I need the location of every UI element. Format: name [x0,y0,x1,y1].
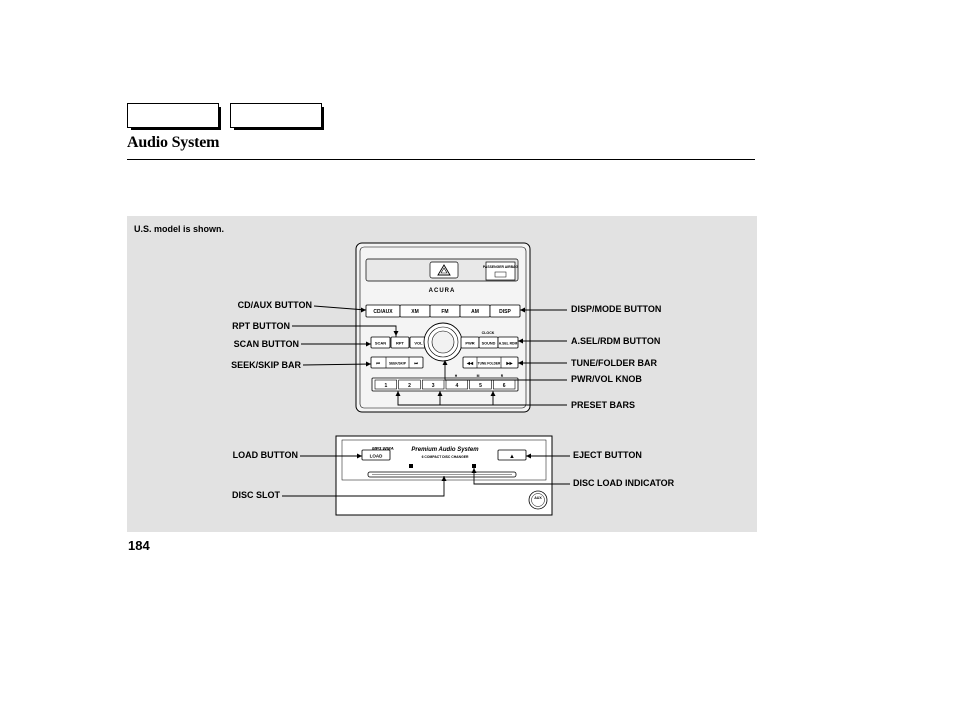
preset-label: 3 [432,383,435,389]
unit-disp-button[interactable] [489,304,521,318]
unit-seek-skip-bar[interactable] [370,356,424,369]
unit-load-text: LOAD [370,454,383,459]
svg-text:◀◀: ◀◀ [466,361,474,366]
unit-clock-text: CLOCK [482,331,495,335]
unit-seek-text: SEEK/SKIP [389,362,407,366]
unit-tune-text: TUNE FOLDER [478,362,501,366]
unit-xm-text: XM [411,309,419,315]
svg-text:R: R [501,374,504,378]
preset-label: 1 [384,383,387,389]
disc-changer: MP3 WMA Premium Audio System 6 COMPACT D… [335,435,553,516]
passenger-airbag-indicator [485,261,516,281]
unit-asel-button[interactable] [497,336,519,349]
label-disc-slot: DISC SLOT [231,490,280,500]
preset-button-1[interactable] [374,379,397,390]
preset-button-3[interactable] [422,379,445,390]
unit-load-button[interactable] [361,449,391,461]
unit-disp-text: DISP [499,309,511,315]
hazard-icon [437,264,451,276]
disc-indicator-left [409,464,413,468]
svg-text:⏭: ⏭ [414,361,418,366]
passenger-airbag-text: PASSENGER AIRBAG [483,265,519,269]
unit-vol-text: VOL [414,341,423,346]
label-tune-folder-bar: TUNE/FOLDER BAR [571,358,657,368]
unit-scan-text: SCAN [375,341,386,346]
label-asel-rdm-button: A.SEL/RDM BUTTON [571,336,661,346]
svg-text:M: M [477,374,480,378]
unit-pwr-text: PWR [465,341,474,346]
label-pwr-vol-knob: PWR/VOL KNOB [571,374,642,384]
head-unit: PASSENGER AIRBAG ACURA CD/AUX XM FM AM D… [355,242,531,413]
disc-load-indicator-light [472,464,476,468]
preset-label: 6 [503,383,506,389]
preset-button-2[interactable] [398,379,421,390]
label-seek-skip-bar: SEEK/SKIP BAR [231,360,301,370]
hazard-button[interactable] [429,261,459,279]
preset-label: 4 [455,383,458,389]
unit-am-text: AM [471,309,479,315]
unit-fm-text: FM [441,309,448,315]
svg-text:▶▶: ▶▶ [505,361,513,366]
unit-rpt-button[interactable] [390,336,410,349]
unit-cd-aux-text: CD/AUX [373,309,393,315]
label-preset-bars: PRESET BARS [571,400,636,410]
label-eject-button: EJECT BUTTON [573,450,642,460]
title-rule [127,159,755,160]
preset-label: 5 [479,383,482,389]
unit-rpt-text: RPT [396,341,405,346]
unit-eject-button[interactable] [497,449,527,461]
brand-logo-text: ACURA [429,288,456,294]
unit-asel-text: A.SEL RDM [499,342,518,346]
leader-arrowheads [357,307,531,481]
svg-text:⏮: ⏮ [376,361,380,366]
unit-sound-text: SOUND [482,342,496,346]
mp3-wma-text: MP3 WMA [372,446,394,451]
changer-text: 6 COMPACT DISC CHANGER [422,455,469,459]
svg-text:H: H [455,374,458,378]
aux-text: AUX [534,496,542,500]
figure-caption: U.S. model is shown. [134,224,225,234]
unit-scan-button[interactable] [370,336,391,349]
label-rpt-button: RPT BUTTON [232,321,290,331]
page-title: Audio System [127,134,220,151]
label-load-button: LOAD BUTTON [232,450,298,460]
label-disp-mode-button: DISP/MODE BUTTON [571,304,662,314]
label-disc-load-indicator: DISC LOAD INDICATOR [573,478,675,488]
eject-icon: ▲ [509,454,515,460]
preset-label: 2 [408,383,411,389]
label-cd-aux-button: CD/AUX BUTTON [237,300,312,310]
label-scan-button: SCAN BUTTON [233,339,299,349]
page-number: 184 [128,538,150,553]
premium-audio-text: Premium Audio System [411,447,479,453]
